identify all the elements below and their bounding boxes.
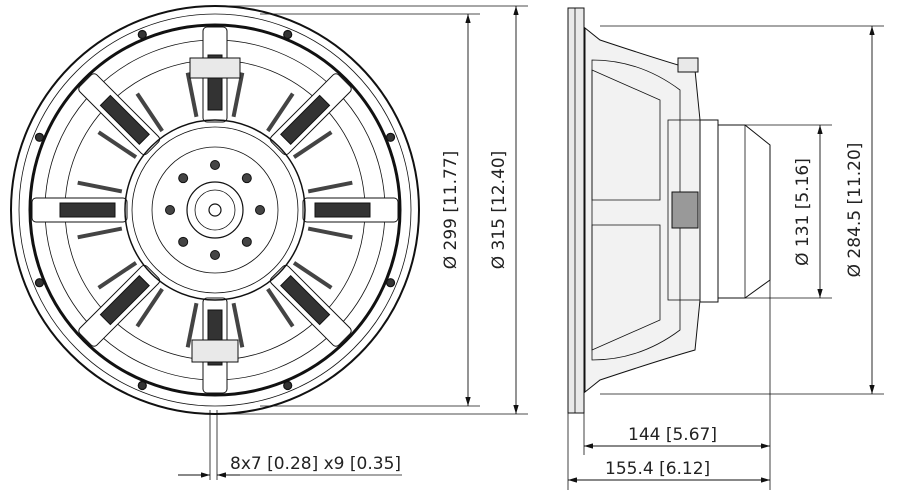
vent-block [191,339,239,363]
cooling-fin [231,302,245,348]
cooling-fin [135,287,164,328]
fin-line [185,302,199,348]
fin-line [135,287,164,328]
basket-spoke [269,73,352,156]
terminal-block [189,57,241,79]
cooling-fin [97,261,138,290]
mounting-hole [385,278,396,288]
dim-144: 144 [5.67] [628,425,717,445]
magnet-screws [165,160,265,260]
fin-line [307,180,353,194]
cooling-fin [135,92,164,133]
front-view [10,5,420,415]
cooling-fin [77,226,123,240]
dim-131: Ø 131 [5.16] [793,158,813,266]
cooling-fin [292,130,333,159]
cooling-fin [266,287,295,328]
dim-315: Ø 315 [12.40] [489,151,509,270]
screw-dot [241,236,252,247]
cooling-fin [185,72,199,118]
cooling-fin [97,130,138,159]
mounting-hole [137,29,147,40]
cooling-fin [307,180,353,194]
fin-line [266,92,295,133]
fin-line [97,130,138,159]
fin-line [266,287,295,328]
dim-155-4: 155.4 [6.12] [605,459,710,479]
spoke-slot [314,202,371,218]
spoke-slot [59,202,116,218]
mounting-hole [283,380,293,391]
cooling-fin [231,72,245,118]
basket-spoke [78,264,161,347]
dim-284-5: Ø 284.5 [11.20] [845,143,865,278]
side-dimensions: Ø 131 [5.16] Ø 284.5 [11.20] 144 [5.67] … [567,25,884,490]
fin-line [292,130,333,159]
fin-line [307,226,353,240]
fin-line [135,92,164,133]
cooling-fin [266,92,295,133]
spoke-slot [280,94,331,145]
mounting-hole [385,132,396,142]
spoke-slot [99,94,150,145]
fin-line [292,261,333,290]
front-dimensions: Ø 299 [11.77] Ø 315 [12.40] 8x7 [0.28] x… [178,5,528,480]
dim-299: Ø 299 [11.77] [441,151,461,270]
cooling-fin [185,302,199,348]
fin-line [77,180,123,194]
spoke-slot [99,275,150,326]
basket-spoke [269,264,352,347]
mounting-holes [34,29,396,391]
mounting-hole [34,278,45,288]
screw-dot [178,236,189,247]
fin-line [231,302,245,348]
cooling-fin [292,261,333,290]
spoke-slot [280,275,331,326]
screw-dot [210,160,220,170]
fin-line [231,72,245,118]
screw-dot [178,173,189,184]
screw-dot [165,205,175,215]
cooling-fin [77,180,123,194]
fin-line [97,261,138,290]
cooling-fin [307,226,353,240]
screw-dot [241,173,252,184]
side-view [567,7,771,414]
basket-spoke [302,197,399,223]
dim-mounting-holes: 8x7 [0.28] x9 [0.35] [230,454,401,474]
basket-spokes [31,26,399,394]
screw-dot [255,205,265,215]
fin-line [185,72,199,118]
basket-spoke [78,73,161,156]
mounting-hole [137,380,147,391]
mounting-hole [34,132,45,142]
basket-spoke [31,197,128,223]
fin-line [77,226,123,240]
screw-dot [210,250,220,260]
mounting-hole [283,29,293,40]
